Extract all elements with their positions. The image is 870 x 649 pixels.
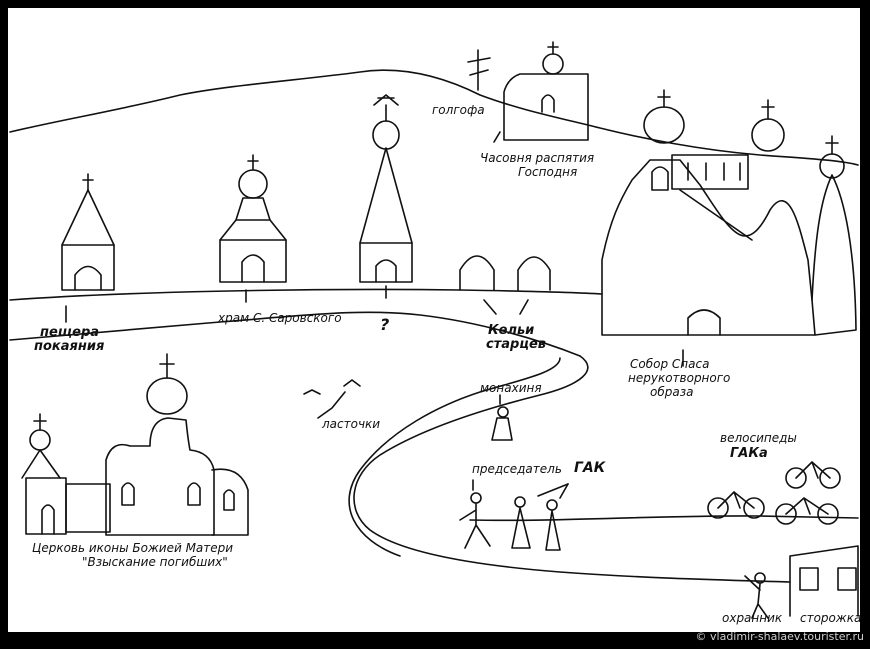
label-cathedral-line3: образа <box>650 385 694 399</box>
label-question: ? <box>380 315 390 334</box>
label-guard: охранник <box>722 611 783 625</box>
label-chairman: председатель <box>472 462 562 476</box>
chairman-figure <box>459 492 491 549</box>
watermark: © vladimir-shalaev.tourister.ru <box>695 630 864 643</box>
label-cells-line1: Кельи <box>488 323 535 338</box>
label-swallows: ласточки <box>322 417 381 431</box>
path-line <box>9 311 581 357</box>
label-bikes-line1: велосипеды <box>720 431 797 445</box>
cathedral <box>601 89 857 336</box>
label-cathedral-line1: Собор Спаса <box>630 357 710 371</box>
gak-figures <box>511 496 561 551</box>
elders-cells <box>459 255 551 291</box>
road-right <box>469 515 859 522</box>
label-cathedral-line2: нерукотворного <box>628 371 731 385</box>
guard-figure <box>744 572 769 619</box>
sarovsky-temple <box>219 154 287 283</box>
swallows-birds <box>303 379 361 419</box>
ground-line <box>9 288 603 301</box>
label-bikes-line2: ГАКа <box>730 446 768 461</box>
label-gak: ГАК <box>574 460 606 476</box>
label-cells-line2: старцев <box>486 337 546 352</box>
road-inner <box>348 357 561 557</box>
label-cave-line1: пещера <box>40 325 100 340</box>
label-arrows <box>65 131 684 499</box>
tent-church <box>359 94 413 283</box>
label-golgofa: голгофа <box>432 103 485 117</box>
cave-of-repentance <box>61 173 115 291</box>
nun-figure <box>491 406 513 441</box>
crucifixion-chapel <box>503 41 589 141</box>
label-chapel-line2: Господня <box>518 165 578 179</box>
label-chapel-line1: Часовня распятия <box>480 151 595 165</box>
hill-line <box>9 69 859 166</box>
golgotha-cross <box>467 49 491 91</box>
bicycles <box>707 461 841 525</box>
label-temple: храм С. Саровского <box>218 311 342 325</box>
label-nun: монахиня <box>480 381 542 395</box>
road-outer <box>353 355 791 583</box>
label-church-line2: "Взыскание погибших" <box>82 555 228 569</box>
label-gatehouse: сторожка <box>800 611 862 625</box>
church-vzyskanie <box>21 353 249 536</box>
label-cave-line2: покаяния <box>34 339 105 354</box>
gatehouse-building <box>789 545 859 617</box>
label-church-line1: Церковь иконы Божией Матери <box>32 541 234 555</box>
